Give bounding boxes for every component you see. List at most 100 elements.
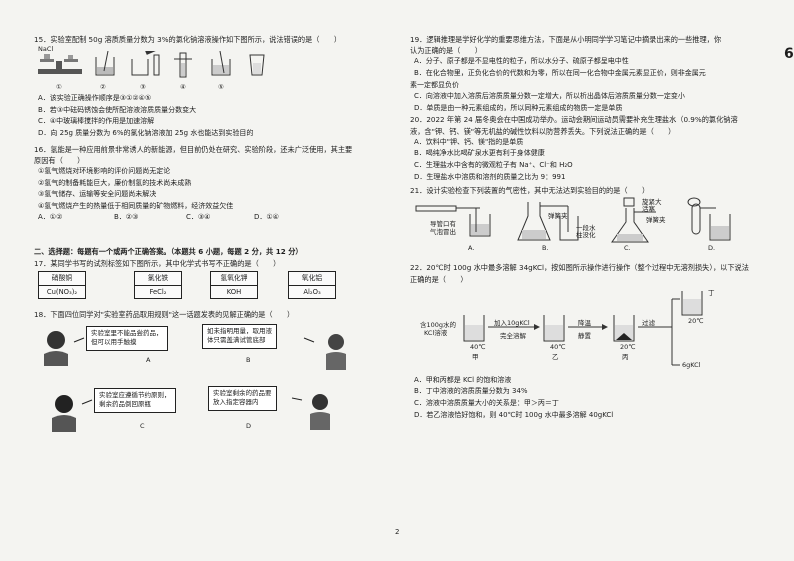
q22-flow-svg: [463, 290, 703, 366]
q19-option-a: A．分子、原子都是不显电性的粒子，所以水分子、硫原子都呈电中性: [414, 57, 629, 66]
flow-step2-b: 静置: [578, 331, 591, 340]
q20-option-a: A．饮料中"钾、钙、镁"指的是单质: [414, 137, 524, 146]
label-name-3: 氢氧化钾: [220, 273, 248, 282]
q16-item-4: ④氢气燃烧产生的热量低于相同质量的矿物燃料，经济效益欠佳: [38, 201, 234, 210]
q19-option-b: B．在化合物里，正负化合价的代数和为零，所以在同一化合物中金属元素显正价，则非金…: [414, 69, 706, 77]
edge-mark: 6: [784, 46, 794, 62]
q19-option-b-cont: 素一定都显负价: [410, 80, 459, 89]
q21-annot-c2: 活塞: [642, 205, 655, 214]
q21-letter-d: D.: [708, 244, 716, 253]
bubble-b-letter: B: [246, 355, 251, 364]
q22-option-a: A．甲和丙都是 KCl 的饱和溶液: [414, 375, 512, 384]
beaker-yi-icon: [543, 314, 565, 342]
label-card-1: 硝酸铜 Cu(NO₃)₂: [38, 270, 86, 299]
q15-option-b: B．若③中砝码锈蚀会使所配溶液溶质质量分数变大: [38, 105, 197, 114]
bubble-a-line2: 但可以用手触摸: [91, 338, 137, 347]
q22-stem-2: 正确的是（ ）: [410, 274, 468, 284]
q19-option-c: C．向溶液中加入溶质后溶质质量分数一定增大，所以析出晶体后溶质质量分数一定变小: [414, 92, 685, 101]
q20-stem-2: 液，含"钾、钙、镁"等无机盐的碱性饮料以防营养丢失。下列说法正确的是（ ）: [410, 126, 676, 136]
q16-item-3: ③氢气储存、运输等安全问题尚未解决: [38, 190, 157, 199]
q21-letter-a: A.: [468, 244, 475, 253]
q21-annot-c1: 旋紧大: [642, 198, 662, 207]
label-formula-4: Al₂O₃: [289, 284, 335, 299]
q15-stem: 15．实验室配制 50g 溶质质量分数为 3%的氯化钠溶液操作如下图所示，说法错…: [34, 35, 342, 44]
q16-options: A．①② B．②③ C．③④ D．①④: [34, 212, 400, 226]
flow-name-yi: 乙: [552, 352, 559, 361]
label-name-4: 氧化铝: [301, 273, 323, 282]
bubble-a-line1: 实验室里不能品尝药品，: [91, 328, 163, 337]
fig-label-3: ③: [140, 83, 146, 92]
q15-apparatus-svg: [38, 51, 265, 78]
q15-option-d: D．向 25g 质量分数为 6%的氯化钠溶液加 25g 水也能达到实验目的: [38, 128, 254, 137]
flow-step1-a: 加入10gKCl: [494, 318, 530, 327]
flow-temp-2: 40℃: [550, 342, 566, 351]
q20-option-b: B．喝纯净水比喝矿泉水更有利于身体健康: [414, 149, 545, 158]
student-c-icon: [52, 394, 76, 432]
flask-funnel-icon: [517, 202, 579, 241]
q18-figure: 实验室里不能品尝药品， 但可以用手触摸 A 如未指明用量，取用液 体只需盖满试管…: [34, 320, 400, 444]
fig-label-1: ①: [56, 83, 62, 92]
q16-option-b: B．②③: [114, 213, 139, 222]
flow-start-2: KCl溶液: [424, 328, 448, 337]
bubble-d: 实验室剩余的药品要 放入指定容器内: [208, 385, 277, 411]
q16-stem-2: 原因有（ ）: [34, 155, 85, 165]
bubble-b-line2: 体只需盖满试管底部: [207, 336, 266, 345]
q15-option-a: A．该实验正确操作顺序是③①②④⑤: [38, 94, 152, 103]
stirring-beaker-icon: [211, 51, 231, 76]
q21-letter-b: B.: [542, 244, 549, 253]
q21-annot-c0: 弹簧夹: [548, 212, 568, 221]
beaker-jia-icon: [463, 314, 485, 342]
q21-annot-b2: 柱没化: [576, 231, 596, 240]
q21-apparatus-svg: [415, 197, 731, 243]
q16-option-c: C．③④: [186, 213, 211, 222]
flow-step3: 过滤: [642, 318, 655, 327]
bubble-a: 实验室里不能品尝药品， 但可以用手触摸: [86, 325, 168, 351]
q22-option-c: C．溶液中溶质质量大小的关系是：甲＞丙＝丁: [414, 398, 559, 407]
label-name-2: 氯化铁: [147, 273, 169, 282]
reagent-bottle-icon: [249, 54, 265, 76]
q16-stem-1: 16．氢能是一种应用前景非常诱人的新能源，但目前仍处在研究、实验阶段，还未广泛使…: [34, 144, 353, 154]
test-tube-icon: [687, 197, 731, 241]
q15-option-c: C．④中玻璃棒搅拌的作用是加速溶解: [38, 117, 155, 126]
nacl-label: NaCl: [38, 45, 54, 54]
label-card-2: 氯化铁 FeCl₂: [134, 270, 182, 299]
q16-option-a: A．①②: [38, 213, 63, 222]
bubble-a-letter: A: [146, 355, 151, 364]
q21-annot-a1: 导管口有: [430, 220, 456, 229]
balance-icon: [38, 54, 82, 75]
bubble-d-letter: D: [246, 421, 252, 430]
flow-name-jia: 甲: [472, 352, 479, 361]
q21-letter-c: C.: [624, 244, 631, 253]
q20-stem-1: 20．2022 年第 24 届冬奥会在中国成功举办。运动会期间运动员需要补充生理…: [410, 115, 738, 125]
q18-stem: 18．下面四位同学对"实验室药品取用规则"这一话题发表的见解正确的是（ ）: [34, 309, 295, 319]
label-name-1: 硝酸铜: [51, 273, 73, 282]
flow-temp-1: 40℃: [470, 342, 486, 351]
bubble-c: 实验室应遵循节约原则， 剩余药品倒回原瓶: [94, 387, 176, 413]
q18-people-svg: [44, 330, 346, 432]
beaker-ding-icon: [681, 290, 703, 316]
q19-stem-2: 认为正确的是（ ）: [410, 46, 482, 56]
q21-stem: 21．设计实验检查下列装置的气密性，其中无法达到实验目的的是（ ）: [410, 186, 650, 196]
q22-stem-1: 22．20℃时 100g 水中最多溶解 34gKCl，按如图所示操作进行操作（整…: [410, 263, 749, 273]
q15-figure: NaCl: [34, 45, 400, 93]
cylinder-reading-icon: [174, 52, 192, 78]
flow-start-1: 含100g水的: [420, 320, 457, 329]
beaker-bing-icon: [613, 314, 635, 342]
label-card-3: 氢氧化钾 KOH: [210, 270, 258, 299]
q16-option-d: D．①④: [254, 213, 279, 222]
flow-name-ding: 丁: [708, 288, 715, 297]
student-a-icon: [44, 330, 68, 366]
bubble-c-line1: 实验室应遵循节约原则，: [99, 390, 171, 399]
flow-name-bing: 丙: [622, 352, 629, 361]
flow-temp-4: 20℃: [688, 316, 704, 325]
q22-option-d: D．若乙溶液恰好饱和，则 40℃时 100g 水中最多溶解 40gKCl: [414, 410, 614, 419]
q22-option-b: B．丁中溶液的溶质质量分数为 34%: [414, 387, 528, 396]
q20-option-d: D．生理盐水中溶质和溶剂的质量之比为 9：991: [414, 172, 566, 181]
fig-label-2: ②: [100, 83, 106, 92]
q19-option-d: D．单质是由一种元素组成的，所以同种元素组成的物质一定是单质: [414, 103, 623, 112]
q22-flow-diagram: 含100g水的 KCl溶液 加入10gKCl 完全溶解 降温 静置 过滤 40℃…: [410, 285, 776, 375]
bubble-c-line2: 剩余药品倒回原瓶: [99, 400, 151, 409]
flow-step1-b: 完全溶解: [500, 331, 526, 340]
flow-solid: 6gKCl: [682, 360, 701, 369]
